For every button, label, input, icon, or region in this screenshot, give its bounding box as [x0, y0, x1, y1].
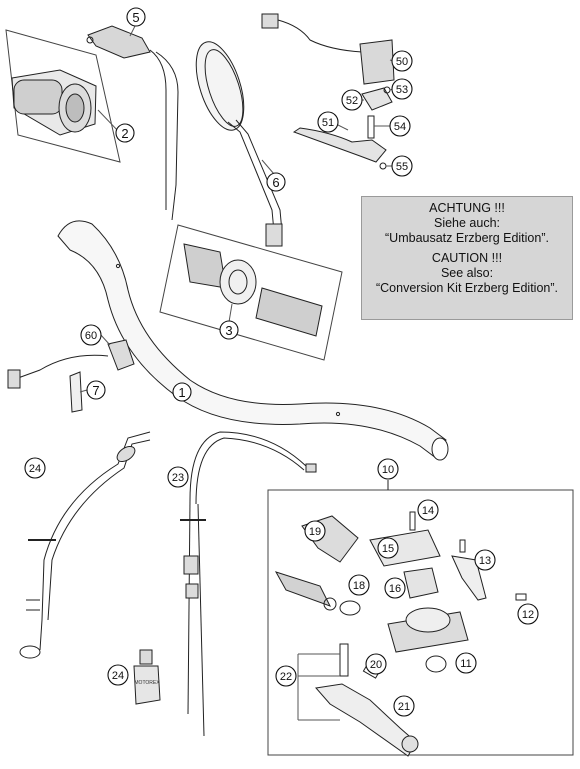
svg-text:51: 51: [322, 117, 334, 129]
switch-parts-group: [261, 13, 395, 170]
brake-cable-group: [180, 431, 317, 737]
throttle-grip-group: [5, 29, 121, 163]
kill-switch-group: [7, 339, 135, 413]
svg-text:14: 14: [422, 505, 434, 517]
svg-text:23: 23: [172, 472, 184, 484]
svg-text:10: 10: [382, 464, 394, 476]
handlebar-group: [57, 220, 449, 461]
callout-6: 6: [266, 172, 286, 192]
svg-text:24: 24: [29, 463, 41, 475]
svg-text:18: 18: [353, 580, 365, 592]
svg-text:3: 3: [225, 323, 232, 338]
svg-text:19: 19: [309, 526, 321, 538]
throttle-housing-group: [86, 25, 179, 221]
caution-note: ACHTUNG !!! Siehe auch: “Umbausatz Erzbe…: [361, 196, 573, 320]
callout-15: 15: [377, 537, 399, 559]
svg-text:5: 5: [132, 10, 139, 25]
svg-text:7: 7: [92, 383, 99, 398]
callout-21: 22: [275, 665, 297, 687]
svg-text:12: 12: [522, 609, 534, 621]
svg-text:52: 52: [346, 95, 358, 107]
note-en-line-3: “Conversion Kit Erzberg Edition”.: [375, 281, 559, 295]
svg-text:50: 50: [396, 56, 408, 68]
grips-group: [159, 224, 343, 361]
svg-text:54: 54: [394, 121, 406, 133]
callout-52: 52: [341, 89, 363, 111]
svg-text:21: 21: [398, 701, 410, 713]
callout-19: 20: [365, 653, 387, 675]
callout-18: 19: [304, 520, 326, 542]
note-de-line-2: Siehe auch:: [433, 216, 501, 230]
callout-10: 10: [377, 458, 399, 480]
bottle-label: MOTOREX: [134, 680, 160, 686]
master-cylinder-box: [267, 480, 574, 756]
note-en-line-2: See also:: [440, 266, 494, 280]
callout-7: 7: [86, 380, 106, 400]
svg-text:1: 1: [178, 385, 185, 400]
note-de-line-1: ACHTUNG !!!: [429, 201, 505, 215]
callout-51: 51: [317, 111, 339, 133]
callout-14: 14: [417, 499, 439, 521]
callout-53: 53: [391, 78, 413, 100]
svg-text:53: 53: [396, 84, 408, 96]
svg-text:22: 22: [280, 671, 292, 683]
svg-text:55: 55: [396, 161, 408, 173]
svg-text:13: 13: [479, 555, 491, 567]
callout-22: 23: [167, 466, 189, 488]
note-de-line-3: “Umbausatz Erzberg Edition”.: [385, 231, 549, 245]
svg-text:24: 24: [112, 670, 124, 682]
svg-text:15: 15: [382, 543, 394, 555]
clutch-cable-group: [19, 431, 151, 659]
svg-text:16: 16: [389, 583, 401, 595]
svg-text:11: 11: [460, 658, 471, 670]
note-en-line-1: CAUTION !!!: [431, 251, 503, 265]
callout-13: 13: [474, 549, 496, 571]
mirror-group: [195, 41, 283, 247]
callout-55: 55: [391, 155, 413, 177]
svg-text:60: 60: [85, 330, 97, 342]
callout-24: 24: [107, 664, 129, 686]
callout-12: 12: [517, 603, 539, 625]
callout-16: 16: [384, 577, 406, 599]
callout-54: 54: [389, 115, 411, 137]
callout-11: 11: [455, 652, 477, 674]
callout-20: 21: [393, 695, 415, 717]
callout-5: 5: [126, 7, 146, 27]
svg-text:2: 2: [121, 126, 128, 141]
callout-17: 18: [348, 574, 370, 596]
callout-2: 2: [115, 123, 135, 143]
callout-60: 60: [80, 324, 102, 346]
callout-23: 24: [24, 457, 46, 479]
oil-bottle-group: MOTOREX: [133, 649, 161, 705]
callout-50: 50: [391, 50, 413, 72]
callout-1: 1: [172, 382, 192, 402]
callouts: 5 2 6 3 1 60 7 50 53 52 54 51 55 24 23 2…: [24, 7, 539, 717]
svg-text:20: 20: [370, 659, 382, 671]
svg-text:6: 6: [272, 175, 279, 190]
master-cylinder-parts: [274, 511, 527, 757]
callout-3: 3: [219, 320, 239, 340]
